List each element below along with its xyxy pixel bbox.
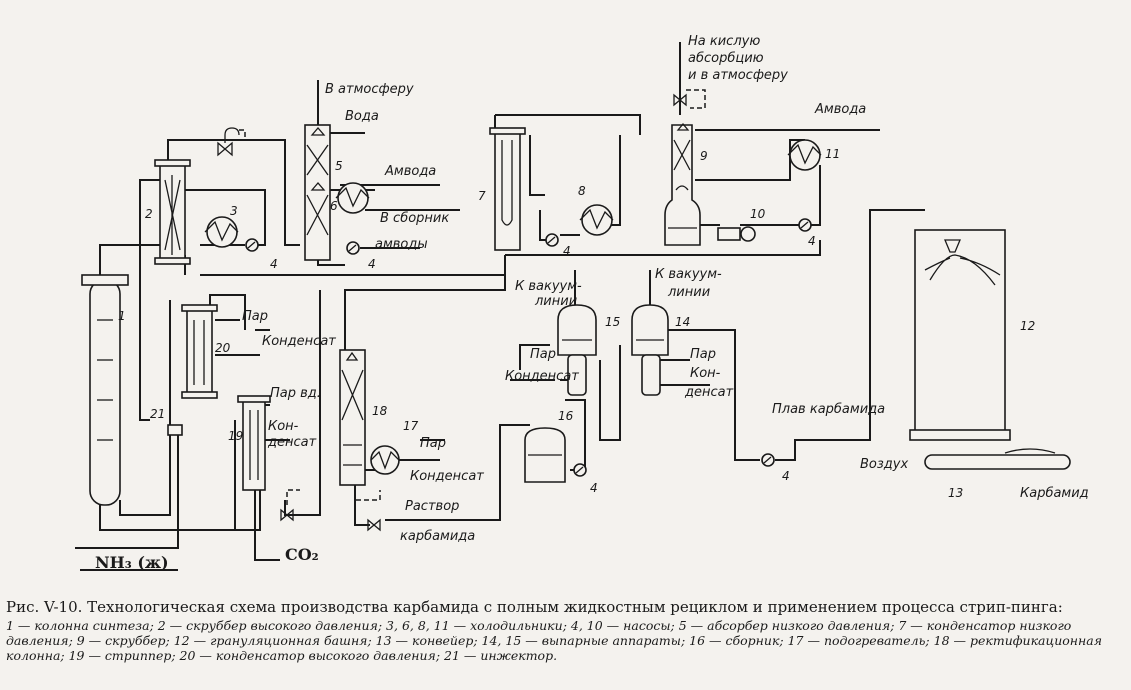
pipelines [75,42,925,571]
cooler-6 [335,182,370,214]
caption-title: Рис. V-10. Технологическая схема произво… [6,598,1063,616]
number-17: 17 [403,419,419,433]
control-valve-9 [673,89,706,109]
low-pressure-absorber-5 [304,124,331,261]
label-to-vacuum-1a: К вакуум- [515,279,582,294]
label-condensate-14b: денсат [684,385,734,400]
pump-4f [761,453,775,467]
rectification-column-18 [339,349,381,501]
label-acid-absorption-1: На кислую [688,34,760,49]
control-valve-2 [217,127,246,157]
evaporator-15 [557,304,597,396]
number-6: 6 [330,199,338,213]
label-acid-absorption-3: и в атмосферу [688,68,788,83]
number-2: 2 [145,207,153,221]
number-21: 21 [150,407,165,421]
label-steam-14: Пар [690,347,716,362]
label-condensate-14a: Кон- [690,366,721,381]
label-ammoniac-water-2: Амвода [814,102,866,117]
label-ammoniac-water-1: Амвода [384,164,436,179]
number-5: 5 [335,159,343,173]
number-3: 3 [230,204,238,218]
label-water: Вода [345,109,379,124]
injector-21 [167,424,183,436]
number-4b: 4 [368,257,376,271]
cooler-11 [787,139,822,171]
label-steam-15: Пар [530,347,556,362]
pump-4c [545,233,559,247]
number-15: 15 [605,315,620,329]
label-condensate-19b: денсат [267,435,317,450]
cooler-3 [204,216,239,248]
low-pressure-condenser-7 [489,127,526,251]
label-urea-melt: Плав карбамида [772,402,885,417]
pump-4b [346,241,360,255]
cooler-8 [579,204,614,236]
label-steam-20: Пар [242,309,268,324]
pump-4d [798,218,812,232]
number-9: 9 [700,149,708,163]
equipment-numbers: 1 2 3 4 5 6 4 7 8 4 9 10 4 11 12 13 14 1… [118,147,1035,500]
label-to-vacuum-2a: К вакуум- [655,267,722,282]
number-10: 10 [750,207,766,221]
number-4a: 4 [270,257,278,271]
scrubber-9 [664,122,701,246]
valve-18 [367,518,381,532]
number-11: 11 [825,147,840,161]
figure-caption: Рис. V-10. Технологическая схема произво… [6,598,1124,663]
number-4f: 4 [782,469,790,483]
number-19: 19 [228,429,243,443]
number-8: 8 [578,184,586,198]
number-13: 13 [948,486,963,500]
heater-17 [370,445,400,475]
number-1: 1 [118,309,126,323]
high-pressure-scrubber-2 [154,159,191,265]
equipment [81,89,1071,532]
label-urea: Карбамид [1020,486,1089,501]
stream-labels: В атмосферу Вода Амвода В сборник амводы… [95,34,1089,572]
granulation-tower-12 [909,229,1011,441]
number-7: 7 [478,189,486,203]
valve-19 [280,489,300,522]
pump-4e [573,463,587,477]
label-urea-solution-1: Раствор [405,499,459,514]
stripper-19 [237,395,271,491]
process-flow-diagram: В атмосферу Вода Амвода В сборник амводы… [75,34,1089,572]
label-ammoniac-waters: амводы [375,237,428,252]
pump-4a [245,238,259,252]
number-18: 18 [372,404,388,418]
high-pressure-condenser-20 [181,304,218,399]
label-steam-17: Пар [420,436,446,451]
label-nh3: NH₃ (ж) [95,553,169,572]
conveyor-13 [924,448,1071,470]
label-to-atmosphere: В атмосферу [325,82,414,97]
number-20: 20 [215,341,231,355]
label-to-vacuum-1b: линии [534,294,577,309]
pump-10 [717,226,756,242]
number-12: 12 [1020,319,1035,333]
label-to-collector: В сборник [380,211,449,226]
collector-16 [524,427,566,483]
number-4c: 4 [563,244,571,258]
caption-legend: 1 — колонна синтеза; 2 — скруббер высоко… [6,618,1102,663]
label-condensate-15: Конденсат [505,369,579,384]
label-air: Воздух [860,457,908,472]
label-condensate-17: Конденсат [410,469,484,484]
label-condensate-20: Конденсат [262,334,336,349]
label-co2: CO₂ [285,545,319,564]
number-14: 14 [675,315,690,329]
label-acid-absorption-2: абсорбцию [688,51,764,66]
label-to-vacuum-2b: линии [667,285,710,300]
number-4d: 4 [808,234,816,248]
number-16: 16 [558,409,574,423]
number-4e: 4 [590,481,598,495]
synthesis-column-1 [81,274,129,506]
label-urea-solution-2: карбамида [400,529,475,544]
evaporator-14 [631,304,669,396]
label-condensate-19a: Кон- [268,419,299,434]
label-steam-water-19: Пар вд. [270,386,321,401]
